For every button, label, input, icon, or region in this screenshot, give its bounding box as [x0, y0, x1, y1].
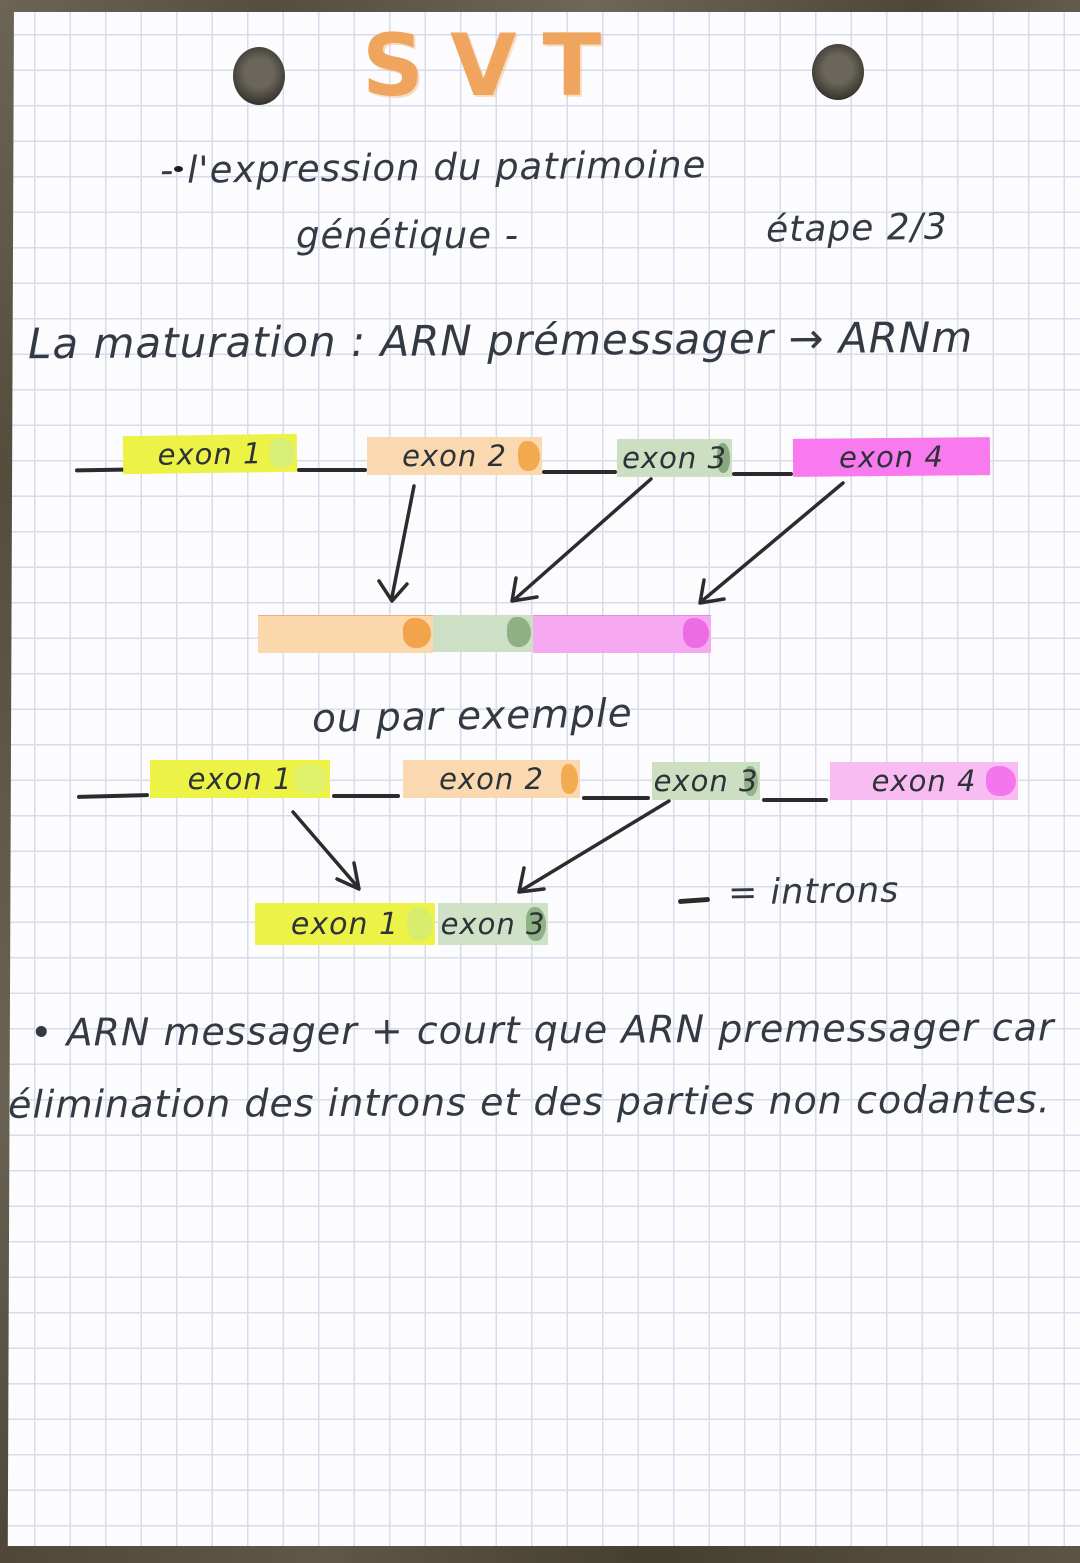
marker-blob: [744, 766, 758, 796]
exon-label: exon 4: [871, 764, 977, 798]
exon-2-box-d1: exon 2: [367, 437, 542, 475]
marker-blob: [561, 764, 578, 794]
result-exon-3-box: exon 3: [438, 903, 548, 945]
spliced-segment-exon2: [258, 615, 433, 653]
exon-label: exon 3: [653, 764, 759, 798]
arrowhead: [510, 576, 539, 603]
exon-label: exon 1: [290, 906, 400, 942]
exon-label: exon 1: [187, 762, 293, 796]
arrowhead: [517, 866, 546, 894]
exon-3-box-d2: exon 3: [652, 762, 760, 800]
stage-label: étape 2/3: [765, 206, 949, 251]
marker-blob: [268, 437, 296, 469]
arrow-exon3-down: [513, 477, 653, 601]
marker-blob: [294, 764, 328, 794]
exon-label: exon 1: [157, 436, 263, 472]
intron-line: [732, 472, 793, 476]
arrowhead: [377, 579, 409, 603]
intron-line: [297, 468, 367, 472]
arrow-exon4-down: [700, 481, 845, 603]
note-line-2: élimination des introns et des parties n…: [7, 1077, 1051, 1127]
intron-line: [582, 796, 650, 800]
exon-label: exon 3: [440, 907, 546, 941]
arrow-exon2-down: [390, 484, 416, 599]
intron-line: [332, 794, 400, 798]
topic-line-1: - l'expression du patrimoine: [159, 143, 707, 192]
exon-2-box-d2: exon 2: [403, 760, 580, 798]
board-edge-left: [0, 0, 14, 1563]
marker-blob: [407, 907, 433, 941]
alt-example-label: ou par exemple: [311, 691, 634, 742]
note-line-1: • ARN messager + court que ARN premessag…: [29, 1005, 1055, 1055]
spliced-segment-exon4: [533, 615, 711, 653]
hole-punch-right: [812, 44, 864, 100]
spliced-segment-exon3: [433, 615, 533, 652]
exon-label: exon 2: [402, 439, 507, 473]
marker-blob: [507, 617, 531, 647]
ink-speck: [174, 166, 183, 172]
intron-line: [542, 470, 617, 474]
marker-blob: [526, 907, 546, 941]
section-heading: La maturation : ARN prémessager → ARNm: [27, 312, 974, 369]
marker-blob: [683, 618, 709, 648]
marker-blob: [518, 441, 540, 471]
intron-line: [76, 793, 150, 799]
page-title: SVT: [362, 16, 628, 116]
arrow-alt-exon3: [520, 799, 671, 892]
exon-4-box-d1: exon 4: [792, 437, 991, 477]
legend-intron-dash: [677, 896, 711, 905]
topic-line-2: génétique -: [296, 214, 520, 257]
exon-1-box-d2: exon 1: [150, 760, 330, 798]
marker-blob: [717, 443, 730, 473]
intron-line: [762, 798, 828, 802]
exon-3-box-d1: exon 3: [617, 439, 732, 477]
marker-blob: [986, 766, 1016, 796]
board-edge-bottom: [0, 1546, 1080, 1563]
exon-label: exon 3: [622, 441, 727, 475]
exon-1-box-d1: exon 1: [122, 433, 298, 475]
board-edge-top: [0, 0, 1080, 12]
exon-label: exon 4: [838, 439, 945, 475]
intron-line: [74, 467, 126, 473]
exon-label: exon 2: [439, 762, 544, 796]
arrowhead: [698, 578, 726, 605]
result-exon-1-box: exon 1: [255, 903, 435, 945]
legend-text: = introns: [727, 870, 900, 914]
hole-punch-left: [233, 47, 285, 105]
marker-blob: [403, 618, 431, 648]
exon-4-box-d2: exon 4: [830, 762, 1018, 800]
arrowhead: [335, 861, 361, 891]
arrow-alt-exon1: [291, 810, 358, 887]
